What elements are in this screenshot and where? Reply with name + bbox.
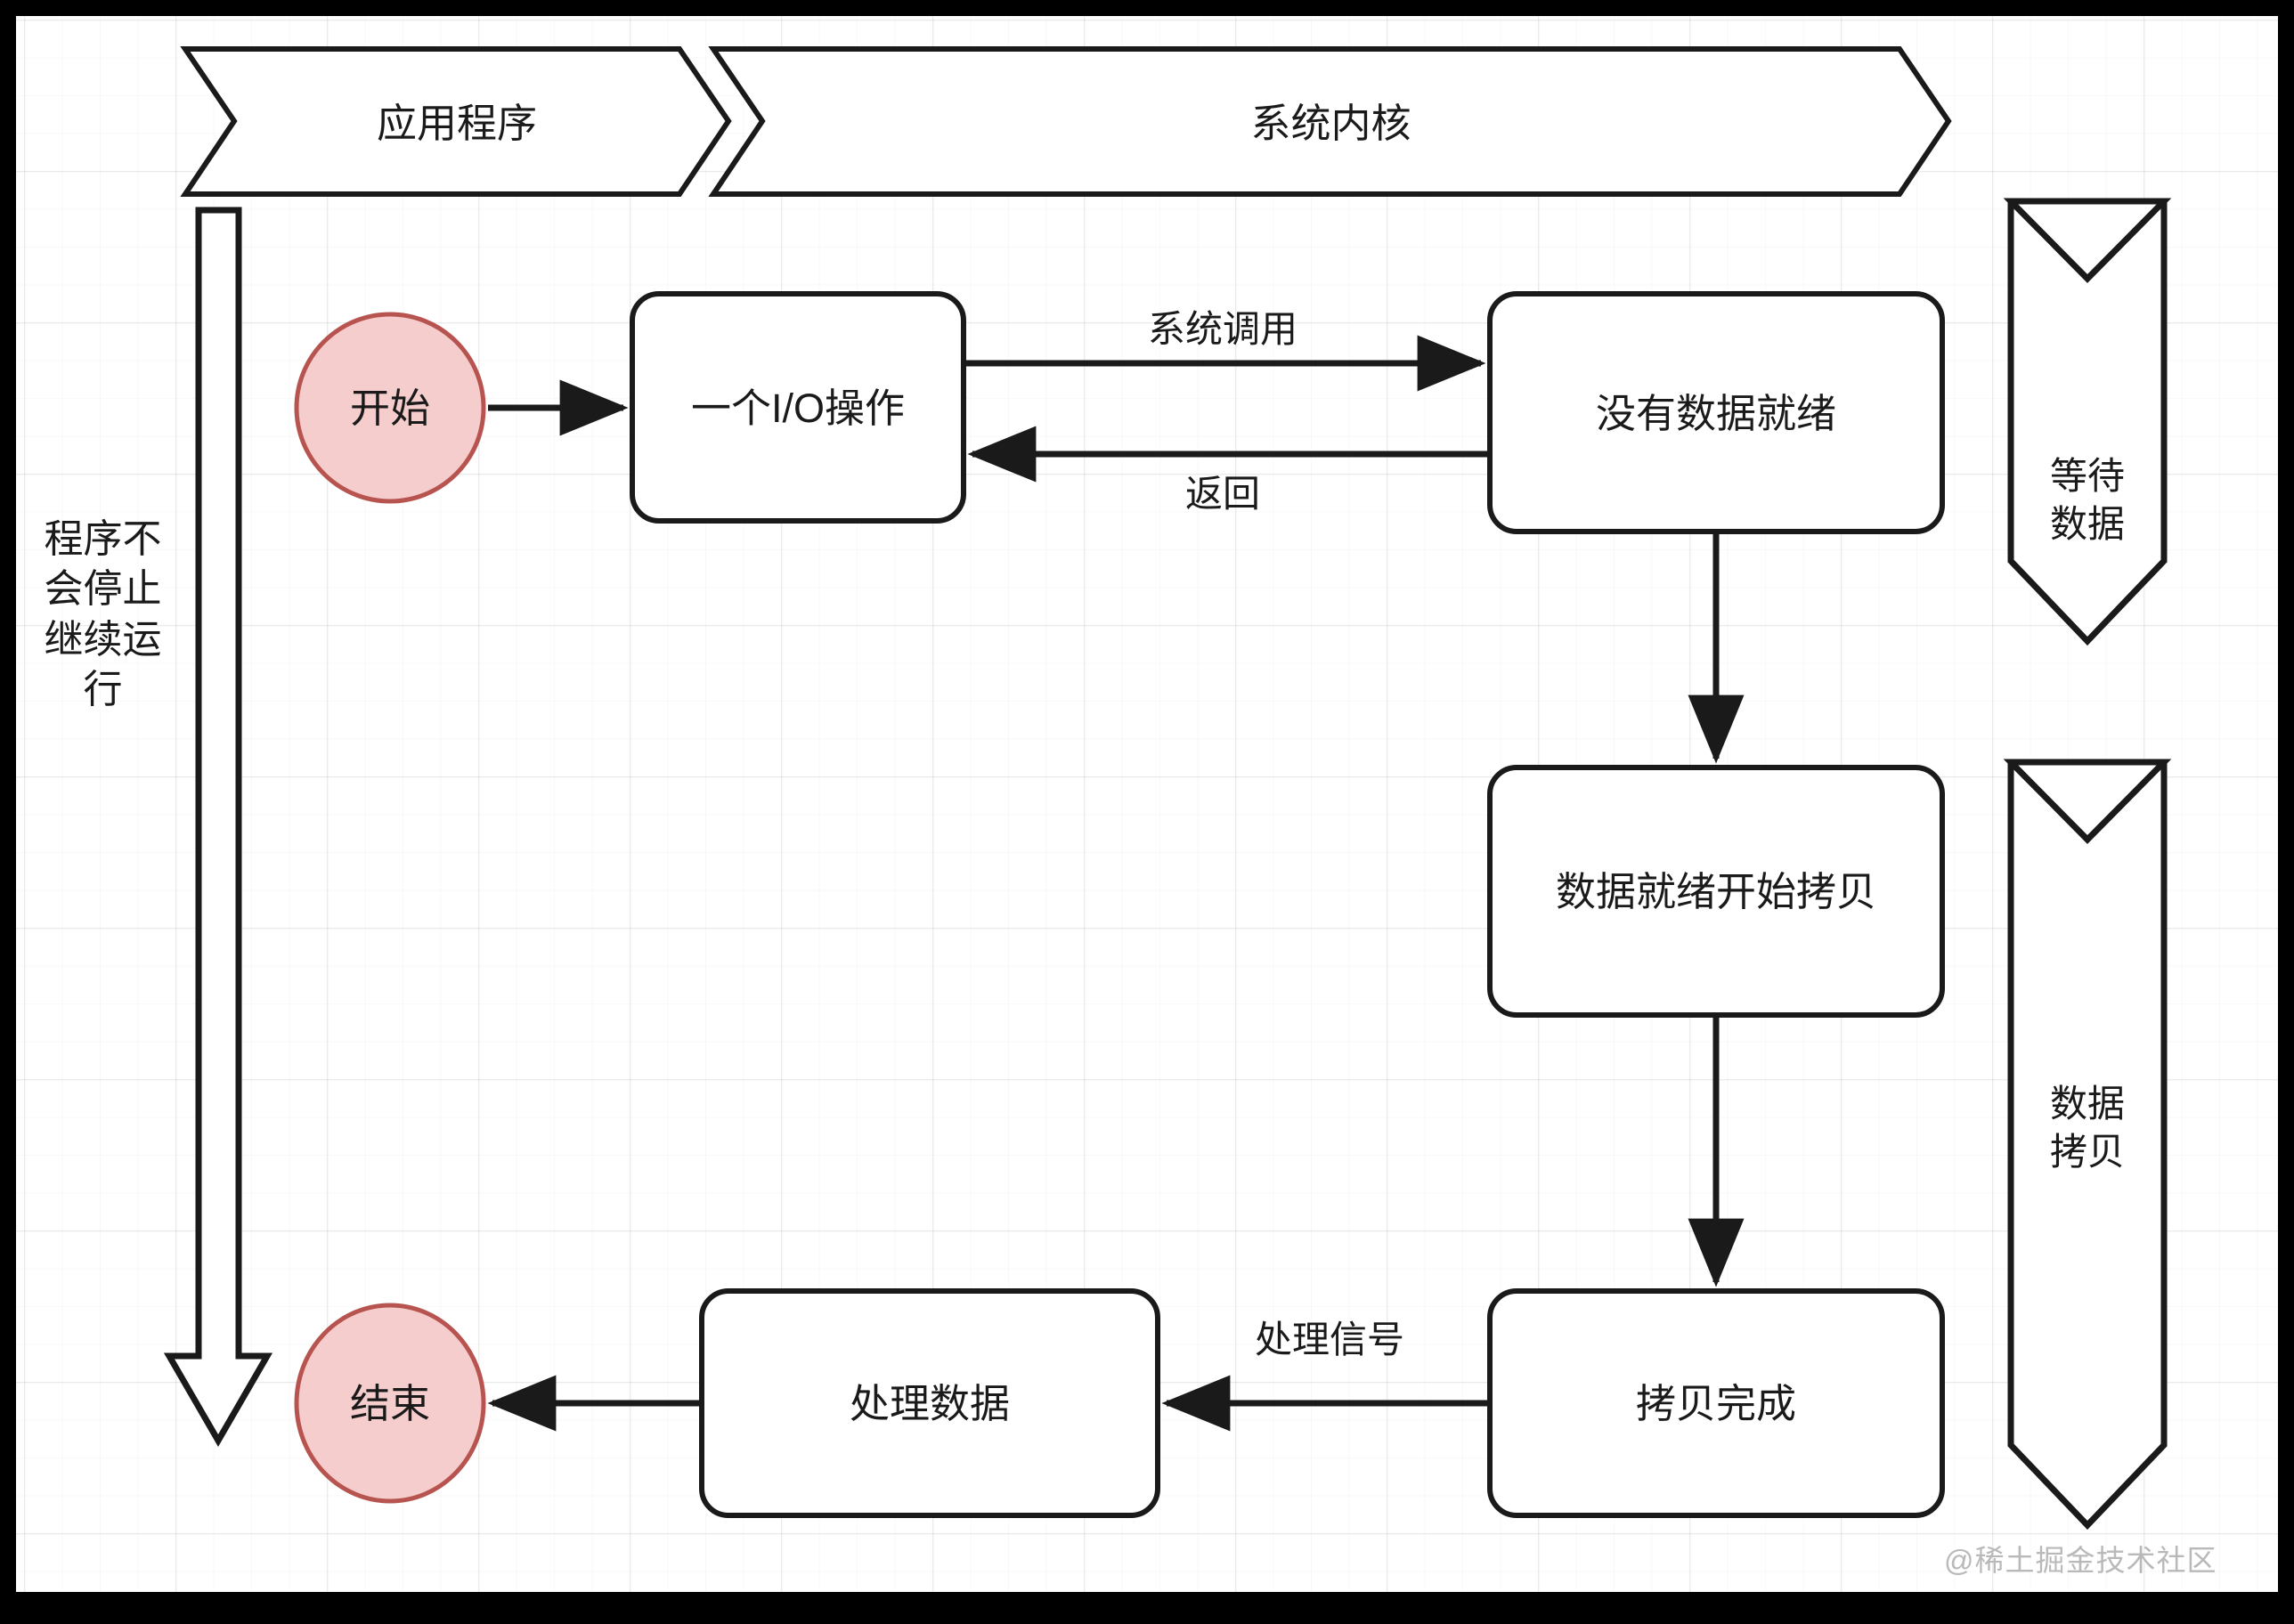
- diagram-canvas: 应用程序 系统内核 开始 一个I/O操作 没有数据就绪 数据就绪开始拷贝 拷贝完…: [16, 16, 2278, 1592]
- node-shape-copy-begin[interactable]: [1487, 765, 1945, 1018]
- phase-arrow-wait-data-notch: [2003, 198, 2172, 283]
- node-shape-end[interactable]: [294, 1303, 486, 1504]
- program-continues-arrow: [163, 207, 273, 1447]
- node-shape-start[interactable]: [294, 312, 486, 504]
- node-shape-no-data[interactable]: [1487, 291, 1945, 534]
- node-shape-io-op[interactable]: [630, 291, 966, 524]
- banner-shape-app: [180, 46, 732, 197]
- banner-shape-kernel: [708, 46, 1952, 197]
- node-shape-handle[interactable]: [699, 1288, 1160, 1518]
- watermark: @稀土掘金技术社区: [1944, 1544, 2217, 1577]
- phase-arrow-copy-data-notch: [2003, 759, 2172, 844]
- node-shape-copy-done[interactable]: [1487, 1288, 1945, 1518]
- diagram-vector-layer: [163, 46, 2172, 1531]
- phase-arrow-copy-data: [2007, 759, 2168, 1531]
